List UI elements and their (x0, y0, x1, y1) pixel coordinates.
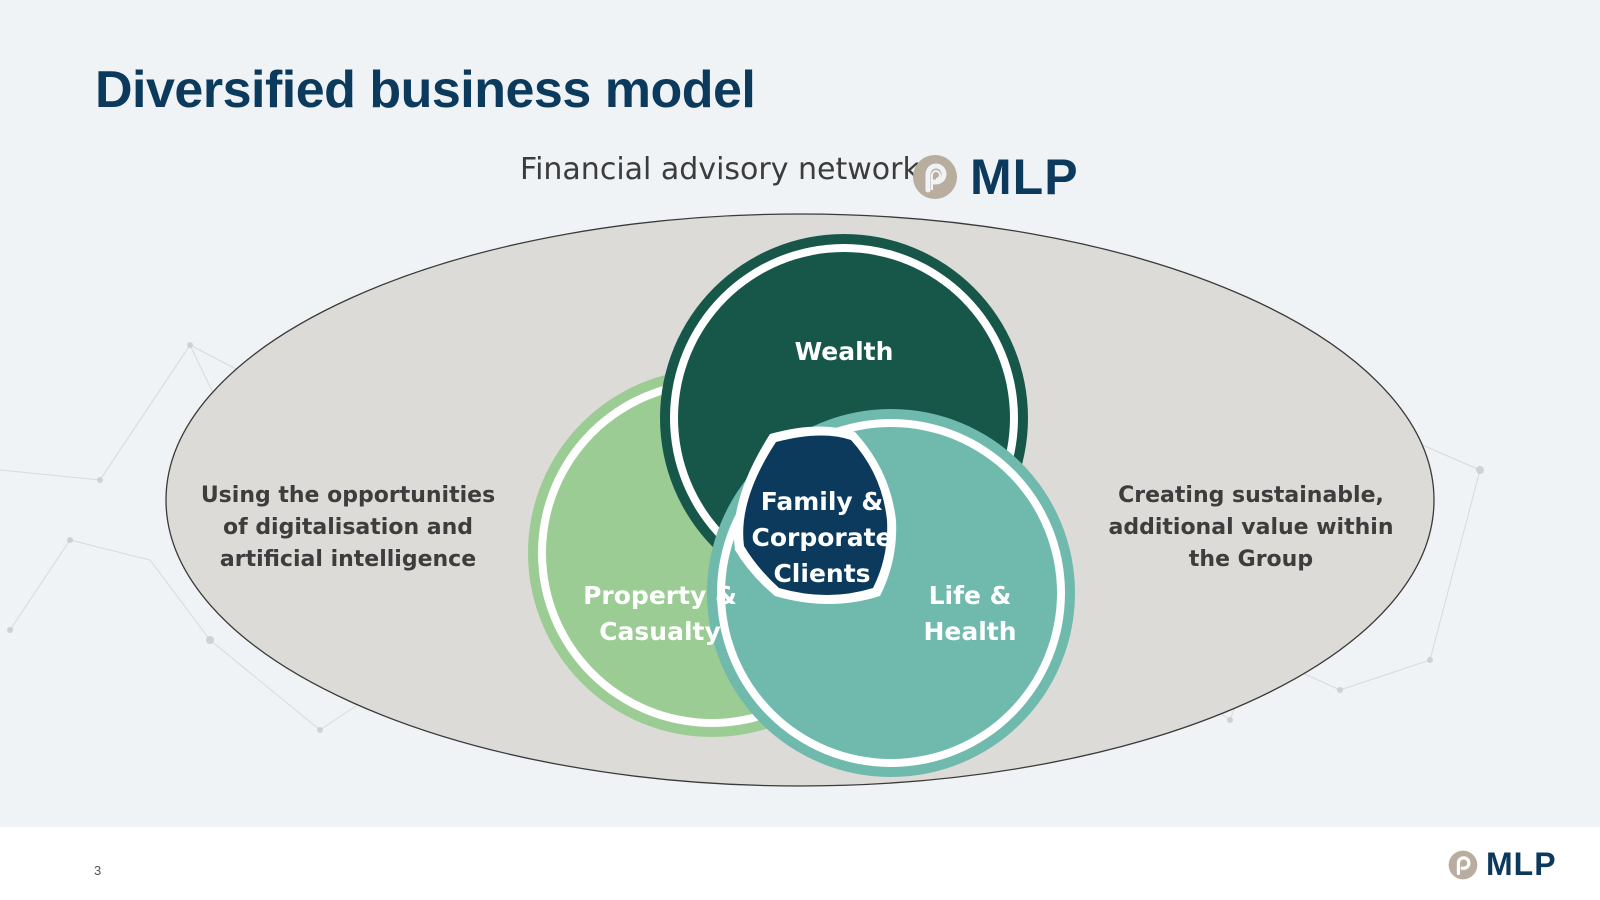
center-label-line: Corporate (751, 523, 893, 552)
life-health-label-line: Health (923, 617, 1017, 646)
wealth-label: Wealth (794, 337, 894, 366)
right-text: Creating sustainable, additional value w… (1101, 480, 1401, 576)
life-health-label-line: Life & (928, 581, 1012, 610)
center-label-line: Clients (773, 559, 871, 588)
venn-diagram (0, 213, 1484, 787)
network-label: Financial advisory network (520, 152, 920, 187)
venn-circles (528, 234, 1075, 777)
left-text-line: of digitalisation and (222, 515, 474, 540)
property-casualty-label-line: Casualty (599, 617, 721, 646)
center-region (743, 435, 888, 595)
property-casualty-label-line: Property & (583, 581, 737, 610)
left-text-line: artificial intelligence (219, 547, 477, 572)
right-text-line: Creating sustainable, (1118, 483, 1384, 508)
footer-logo-text: MLP (1486, 846, 1557, 882)
page-title: Diversified business model (95, 61, 756, 119)
footer-logo: MLP (1448, 846, 1557, 883)
page-number: 3 (94, 863, 102, 878)
footer-logo-icon (1448, 850, 1478, 879)
right-text-line: the Group (1188, 547, 1314, 572)
life-health-label: Life & Health (895, 578, 1045, 650)
footer (0, 827, 1600, 900)
left-text-line: Using the opportunities (200, 483, 496, 508)
mlp-logo-text: MLP (970, 149, 1079, 205)
right-text-line: additional value within (1108, 515, 1394, 540)
center-label: Family & Corporate Clients (747, 484, 897, 592)
left-text: Using the opportunities of digitalisatio… (198, 480, 498, 576)
center-label-line: Family & (760, 487, 884, 516)
property-casualty-label: Property & Casualty (575, 578, 745, 650)
mlp-logo: MLP (912, 148, 1079, 206)
mlp-logo-icon (913, 155, 957, 199)
